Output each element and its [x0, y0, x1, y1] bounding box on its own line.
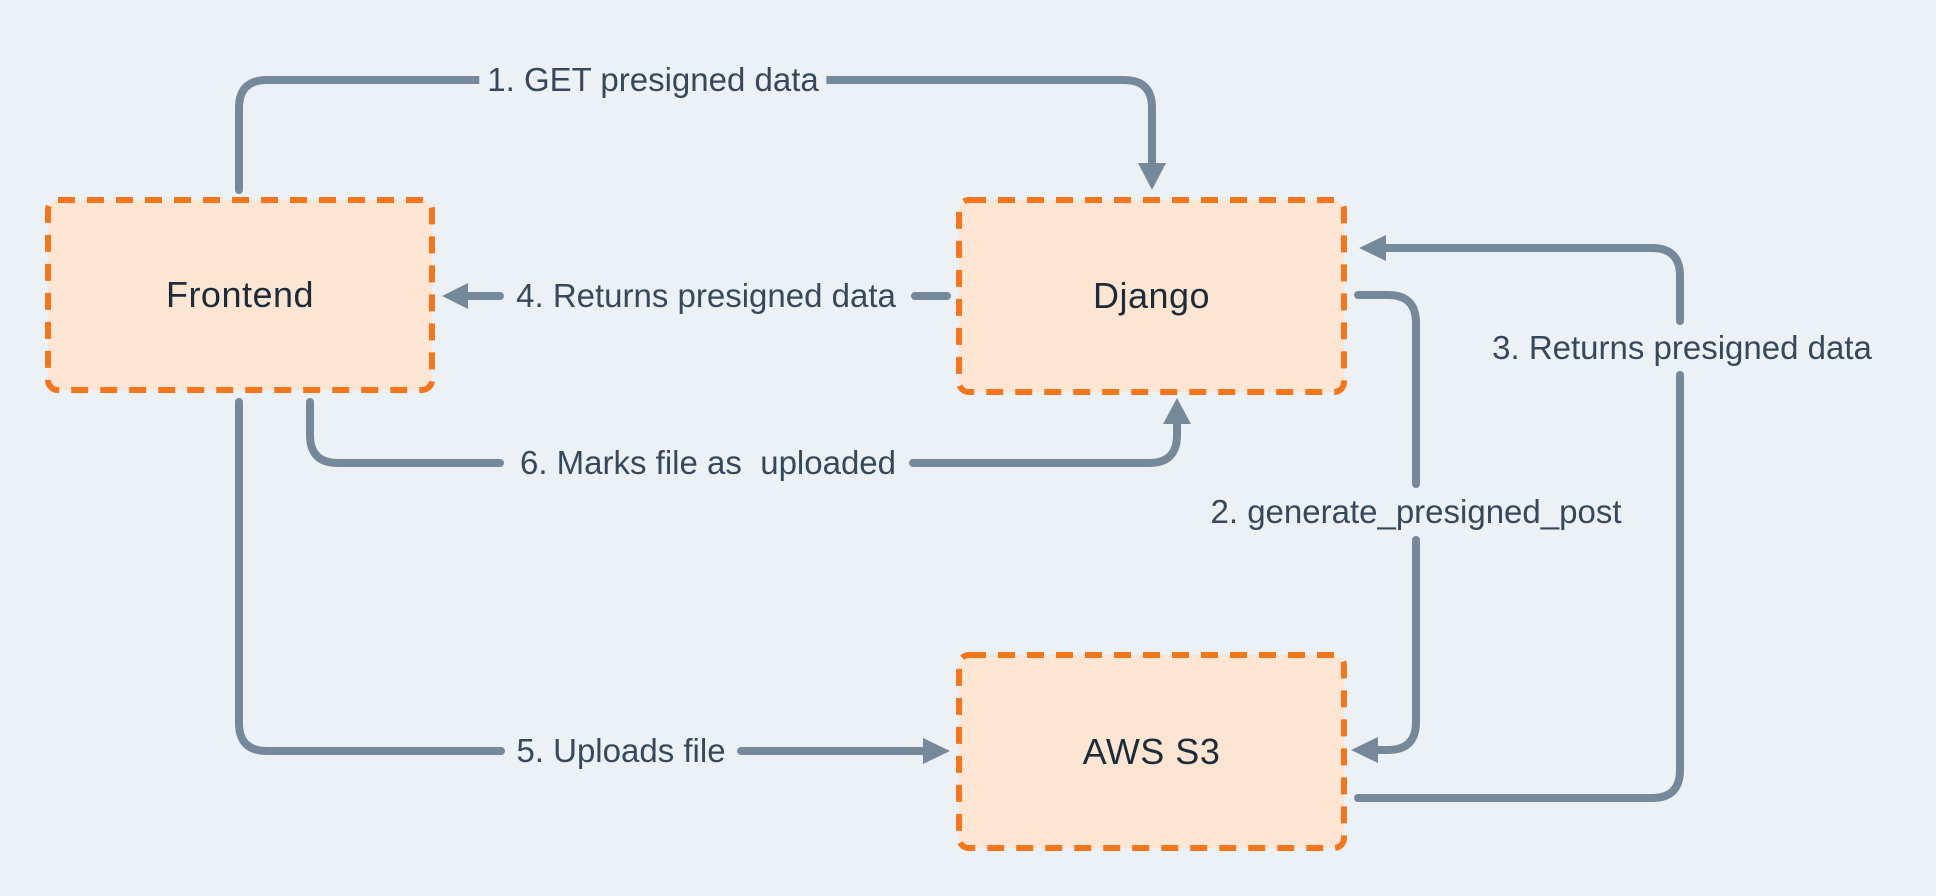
edge-3-arrowhead — [1359, 235, 1386, 261]
node-django-label: Django — [1092, 275, 1211, 316]
edge-1-path-a — [235, 76, 508, 194]
edge-4-label: 4. Returns presigned data — [508, 274, 904, 318]
edge-3-path-b — [1382, 244, 1684, 325]
edge-1-path-b — [795, 76, 1156, 167]
edge-2-label: 2. generate_presigned_post — [1202, 490, 1630, 534]
node-django-box — [956, 197, 1347, 395]
edge-3-path-a — [1354, 371, 1684, 802]
edge-3-label: 3. Returns presigned data — [1484, 326, 1880, 370]
edge-6-label: 6. Marks file as uploaded — [511, 441, 905, 485]
edge-2-arrowhead — [1351, 737, 1378, 763]
edge-1-arrowhead — [1138, 163, 1166, 190]
edge-4-arrowhead — [442, 283, 468, 309]
edge-6-path-b — [909, 420, 1181, 467]
edge-2-path-b — [1374, 536, 1420, 754]
node-frontend-label: Frontend — [165, 274, 315, 315]
node-frontend-box — [45, 197, 435, 393]
edge-1-label: 1. GET presigned data — [479, 58, 827, 102]
node-aws-s3-label: AWS S3 — [1082, 730, 1221, 772]
edge-5-label: 5. Uploads file — [508, 729, 734, 773]
edge-2-path-a — [1354, 291, 1420, 488]
edge-5-path-a — [235, 398, 505, 755]
node-django: Django — [959, 200, 1344, 392]
edge-5-arrowhead — [923, 738, 950, 764]
node-frontend: Frontend — [48, 200, 432, 390]
edge-6-arrowhead — [1163, 398, 1191, 424]
node-aws-s3-box — [956, 652, 1347, 851]
edge-6-path-a — [306, 398, 504, 467]
node-aws-s3: AWS S3 — [959, 655, 1344, 848]
